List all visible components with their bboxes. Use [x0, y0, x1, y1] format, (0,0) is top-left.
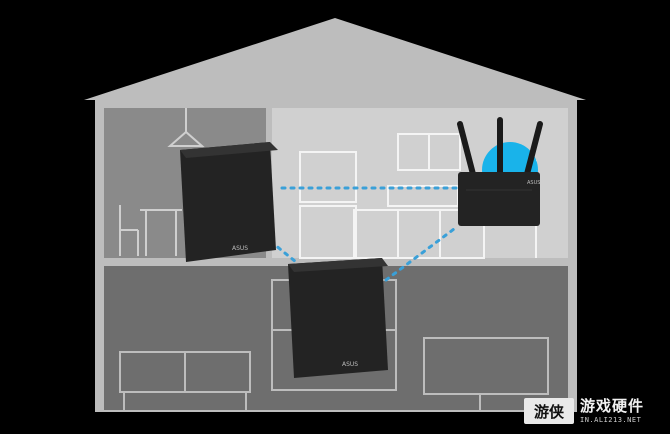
watermark-text: 游戏硬件 IN.ALI213.NET [580, 396, 645, 424]
mesh-node-lower: ASUS [288, 258, 388, 378]
desk-icon [140, 209, 182, 256]
lamp-icon [167, 108, 205, 147]
router-device: ASUS [457, 117, 543, 226]
chair-icon [119, 205, 139, 256]
node-brand-label-lower: ASUS [342, 361, 358, 368]
wifi-links [262, 186, 460, 282]
mesh-node-upper: ASUS [180, 142, 278, 262]
watermark-subtitle: IN.ALI213.NET [580, 415, 642, 424]
watermark-logo: 游侠 [524, 398, 574, 424]
router-brand-label: ASUS [527, 180, 540, 186]
watermark: 游侠 游戏硬件 IN.ALI213.NET [524, 395, 664, 427]
node-brand-label-upper: ASUS [232, 245, 248, 252]
house-roof [84, 18, 586, 100]
watermark-title: 游戏硬件 [580, 396, 645, 415]
